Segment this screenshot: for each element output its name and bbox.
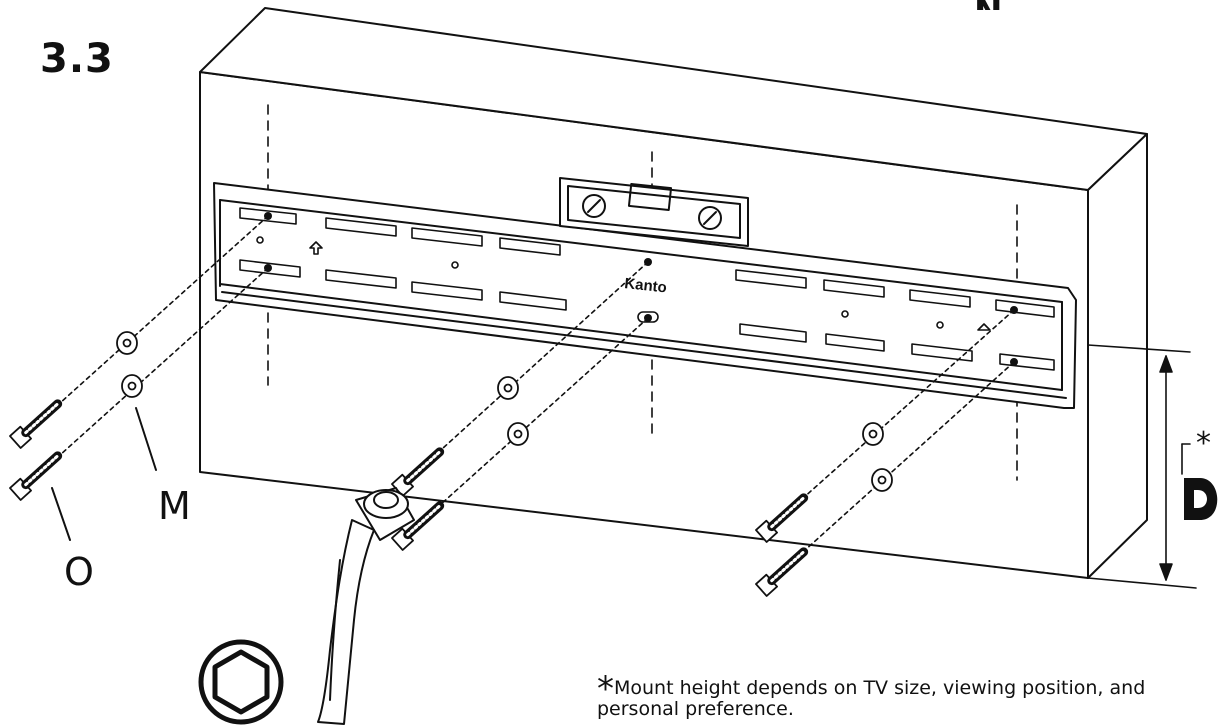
lag-bolts [9, 399, 809, 597]
washers [116, 331, 893, 492]
bolt-alignment-lines [29, 215, 1015, 579]
brand-logo: Kanto [624, 275, 668, 296]
bolt-leader-line [51, 487, 71, 541]
step-number: 3.3 [40, 36, 114, 82]
ratchet-wrench [317, 487, 415, 725]
footnote-text: Mount height depends on TV size, viewing… [597, 677, 1146, 720]
height-dimension [1087, 344, 1197, 589]
corner-letter: N [974, 0, 1002, 10]
hex-socket-icon [198, 639, 284, 725]
washer-label: M [158, 484, 191, 528]
footnote: *Mount height depends on TV size, viewin… [597, 672, 1227, 720]
bolt-label: O [64, 550, 94, 594]
height-asterisk: * [1196, 426, 1211, 461]
bubble-level [559, 177, 749, 247]
footnote-asterisk: * [597, 669, 614, 709]
hole-dots [264, 212, 1018, 366]
plate-slots [239, 207, 1055, 371]
washer-leader-line [135, 407, 157, 471]
